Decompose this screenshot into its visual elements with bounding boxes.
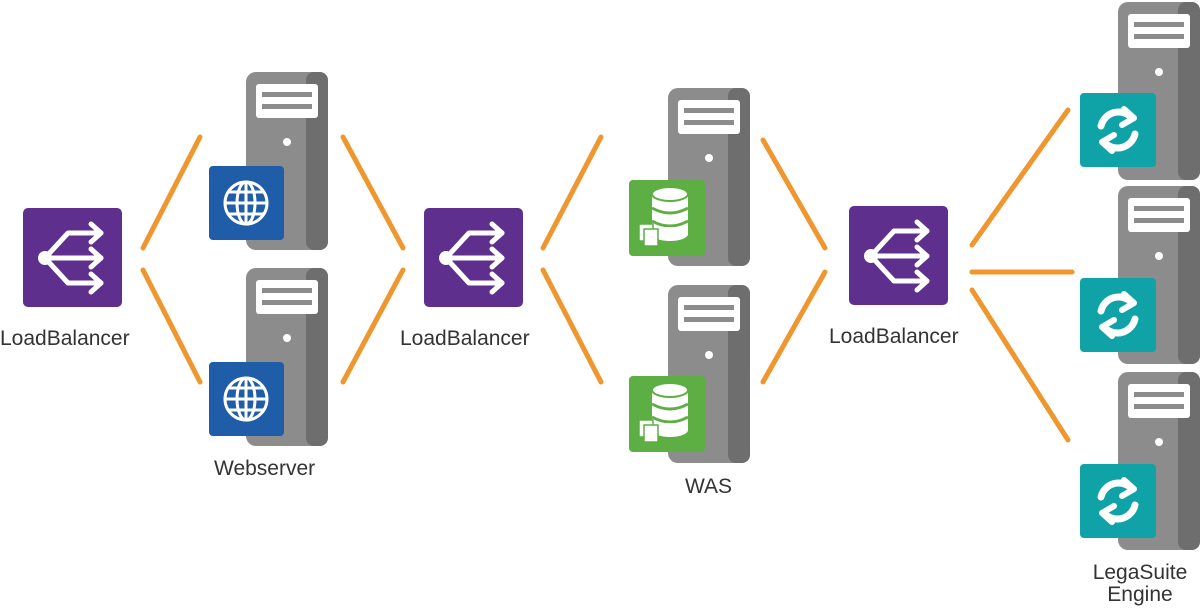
legasuite-engine-label-line-1: LegaSuite bbox=[1092, 561, 1188, 584]
connector-lb2-was2 bbox=[540, 267, 604, 385]
connector-web1-lb2 bbox=[340, 134, 406, 251]
legasuite-engine-1 bbox=[1080, 2, 1200, 180]
connectors bbox=[140, 107, 1075, 443]
webserver-2 bbox=[209, 268, 328, 446]
connector-was2-lb3 bbox=[760, 269, 828, 385]
connector-lb1-web2 bbox=[140, 267, 203, 385]
load-balancer-2 bbox=[424, 208, 523, 307]
load-balancer-1 bbox=[23, 208, 122, 307]
legasuite-engine-label: LegaSuite Engine bbox=[1082, 561, 1198, 607]
webserver-1 bbox=[209, 72, 328, 250]
connector-was1-lb3 bbox=[760, 137, 828, 251]
connector-web2-lb2 bbox=[340, 267, 406, 385]
was-server-2 bbox=[629, 285, 750, 463]
connector-lb3-engine1 bbox=[969, 107, 1071, 248]
load-balancer-1-label: LoadBalancer bbox=[0, 327, 130, 350]
connector-lb1-web1 bbox=[140, 134, 203, 251]
load-balancer-3 bbox=[849, 206, 948, 305]
legasuite-engine-2 bbox=[1080, 186, 1200, 364]
connector-lb3-engine3 bbox=[969, 287, 1071, 443]
webserver-label: Webserver bbox=[214, 457, 316, 480]
globe-icon bbox=[223, 376, 269, 422]
globe-icon bbox=[223, 180, 269, 226]
was-server-1 bbox=[629, 88, 750, 266]
legasuite-engine-label-line-2: Engine bbox=[1107, 583, 1173, 607]
load-balancer-2-label: LoadBalancer bbox=[400, 327, 530, 350]
was-label: WAS bbox=[685, 475, 733, 498]
connector-lb2-was1 bbox=[540, 134, 604, 251]
load-balancer-3-label: LoadBalancer bbox=[829, 325, 959, 348]
legasuite-engine-3 bbox=[1080, 372, 1200, 550]
